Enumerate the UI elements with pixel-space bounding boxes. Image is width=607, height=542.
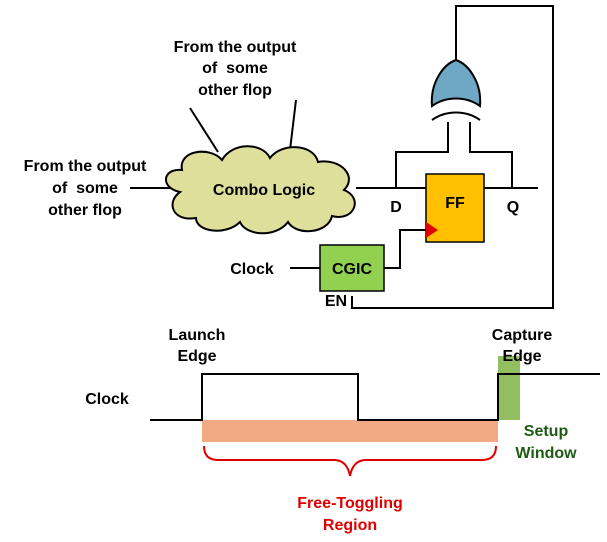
- left-source-label-line1: From the output: [24, 158, 147, 175]
- free-toggling-label-line2: Region: [323, 517, 377, 534]
- combo-logic-label: Combo Logic: [213, 182, 315, 199]
- launch-edge-label-line2: Edge: [177, 348, 216, 365]
- xor-gate-input-arc: [431, 111, 481, 121]
- wire-d-to-xor: [395, 122, 449, 188]
- top-source-label-line2: of some: [202, 60, 268, 77]
- launch-edge-label-line1: Launch: [169, 327, 226, 344]
- q-pin-label: Q: [507, 199, 519, 216]
- pointer-top-source-right: [289, 99, 297, 151]
- combo-logic-cloud: [165, 145, 356, 235]
- ff-clock-marker: [426, 222, 438, 238]
- free-toggling-label-line1: Free-Toggling: [297, 495, 402, 512]
- setup-window-label-line2: Window: [515, 445, 577, 462]
- wires: [130, 5, 554, 309]
- cgic-label: CGIC: [332, 261, 372, 278]
- capture-edge-label-line1: Capture: [492, 327, 553, 344]
- clock-waveform: [150, 373, 600, 421]
- setup-window-bar: [498, 356, 520, 420]
- top-source-label-line1: From the output: [174, 39, 297, 56]
- wire-q-to-xor: [469, 122, 513, 188]
- clock-waveform-label: Clock: [85, 391, 129, 408]
- wire-cgic-to-ff-clk: [384, 229, 426, 269]
- en-label: EN: [325, 293, 347, 310]
- top-source-label-line3: other flop: [198, 82, 272, 99]
- clock-input-label: Clock: [230, 261, 274, 278]
- free-toggling-brace: [203, 445, 497, 477]
- free-toggling-region-bar: [202, 420, 498, 442]
- capture-edge-label-line2: Edge: [502, 348, 541, 365]
- xor-gate: [430, 58, 482, 108]
- left-source-label-line3: other flop: [48, 202, 122, 219]
- wire-xor-to-en: [351, 5, 554, 309]
- pointer-top-source-left: [189, 107, 219, 153]
- left-source-label-line2: of some: [52, 180, 118, 197]
- cgic-box: [319, 244, 385, 292]
- ff-label: FF: [445, 195, 465, 212]
- d-pin-label: D: [390, 199, 402, 216]
- setup-window-label-line1: Setup: [524, 423, 569, 440]
